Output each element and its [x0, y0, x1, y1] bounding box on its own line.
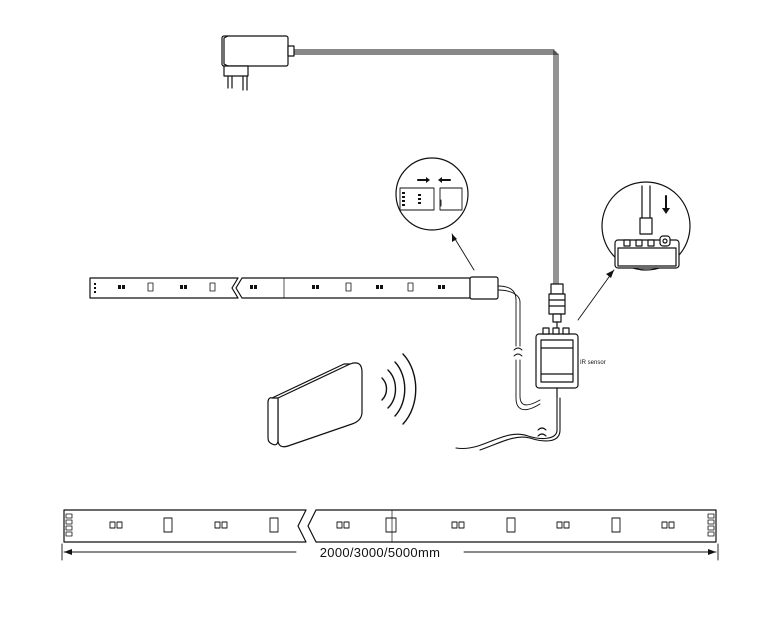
ir-sensor-cable — [455, 397, 561, 451]
led-strip-upper — [89, 276, 499, 300]
dimension-line — [61, 543, 719, 561]
plug-detail-callout — [601, 181, 691, 271]
signal-waves-icon — [381, 353, 417, 425]
arrow-down-icon — [662, 195, 670, 214]
power-adapter-icon — [221, 35, 295, 91]
led-strip-lower — [63, 509, 717, 543]
remote-control-icon — [267, 362, 363, 448]
arrow-left-icon — [438, 177, 451, 183]
callout-pointer-connector — [451, 233, 475, 271]
power-cable — [293, 49, 559, 289]
ir-sensor-label: IR sensor — [580, 360, 606, 366]
dc-plug-icon — [548, 283, 566, 335]
arrow-right-icon — [417, 177, 430, 183]
dimension-label: 2000/3000/5000mm — [320, 545, 440, 560]
connector-detail-callout — [395, 157, 469, 231]
ir-receiver-icon — [535, 327, 579, 399]
callout-pointer-plug — [577, 269, 615, 321]
strip-cable — [497, 285, 541, 411]
